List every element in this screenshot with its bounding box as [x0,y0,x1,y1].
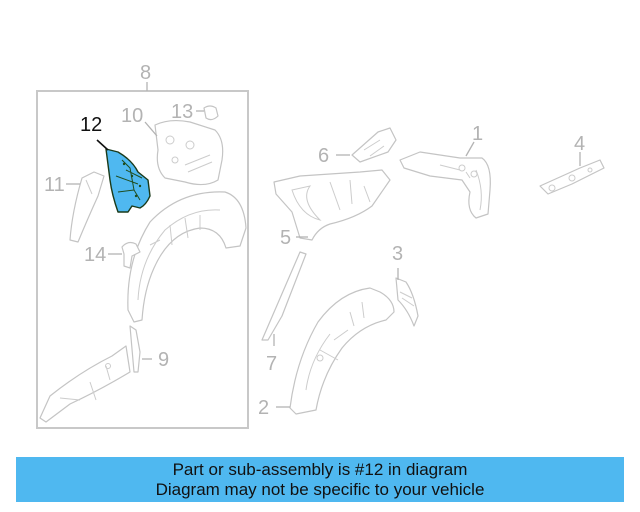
part-7[interactable]: 7 [261,251,307,375]
callout-14[interactable]: 14 [84,244,106,266]
callout-5[interactable]: 5 [280,227,291,249]
part-9[interactable]: 9 [129,325,169,373]
callout-7[interactable]: 7 [266,353,277,375]
part-5[interactable]: 5 [273,169,391,249]
inner-wheelhouse[interactable] [127,191,247,323]
callout-9[interactable]: 9 [158,349,169,371]
callout-12[interactable]: 12 [80,114,102,136]
part-10[interactable]: 10 [121,105,224,186]
part-11[interactable]: 11 [44,171,105,243]
part-14[interactable]: 14 [84,241,141,269]
parts-diagram: 8 10 13 12 11 [36,62,605,429]
callout-1[interactable]: 1 [472,123,483,145]
banner-disclaimer: Diagram may not be specific to your vehi… [155,479,485,499]
part-13[interactable]: 13 [171,101,219,123]
part-6[interactable]: 6 [318,127,397,167]
callout-10[interactable]: 10 [121,105,143,127]
callout-2[interactable]: 2 [258,397,269,419]
part-1[interactable]: 1 [399,123,491,219]
callout-6[interactable]: 6 [318,145,329,167]
info-banner: Part or sub-assembly is #12 in diagram D… [16,457,624,502]
callout-13[interactable]: 13 [171,101,193,123]
part-3[interactable]: 3 [392,243,419,327]
callout-3[interactable]: 3 [392,243,403,265]
subassembly-box-8: 8 [36,62,249,429]
callout-4[interactable]: 4 [574,133,585,155]
rear-rail[interactable] [39,345,131,423]
callout-11[interactable]: 11 [44,174,65,196]
callout-8[interactable]: 8 [140,62,151,84]
part-4[interactable]: 4 [539,133,605,195]
banner-part-reference: Part or sub-assembly is #12 in diagram [172,459,468,479]
part-2[interactable]: 2 [258,287,395,419]
part-12-highlighted[interactable]: 12 [80,114,151,213]
